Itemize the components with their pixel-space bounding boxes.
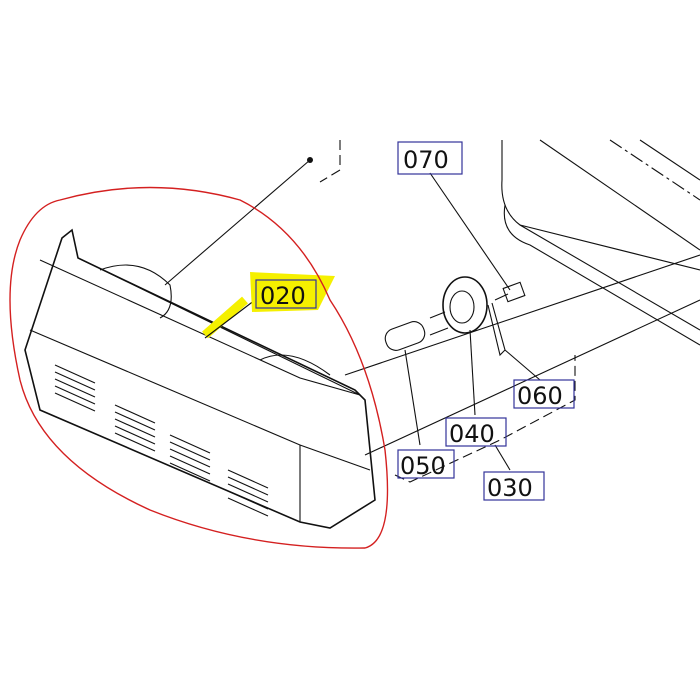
label-highlight xyxy=(250,272,335,312)
socket-part xyxy=(429,276,488,336)
red-circle-annotation xyxy=(9,186,389,549)
bolt-part xyxy=(494,281,526,303)
bulb-part xyxy=(384,321,426,351)
svg-text:030: 030 xyxy=(487,474,533,502)
lamp-lens-part xyxy=(24,228,700,529)
label-020[interactable]: 020 xyxy=(255,279,317,310)
svg-text:020: 020 xyxy=(260,282,306,310)
svg-text:040: 040 xyxy=(449,420,495,448)
bracket-part xyxy=(487,302,506,357)
svg-text:050: 050 xyxy=(400,452,446,480)
label-070[interactable]: 070 xyxy=(397,141,463,175)
svg-text:070: 070 xyxy=(403,146,449,174)
label-030[interactable]: 030 xyxy=(483,471,545,502)
label-040[interactable]: 040 xyxy=(445,417,507,448)
vehicle-body-outline xyxy=(501,139,700,346)
label-050[interactable]: 050 xyxy=(397,449,455,480)
cut-off-leader xyxy=(164,140,341,286)
vent-slots xyxy=(54,364,269,517)
svg-text:060: 060 xyxy=(517,382,563,410)
label-060[interactable]: 060 xyxy=(513,379,575,410)
